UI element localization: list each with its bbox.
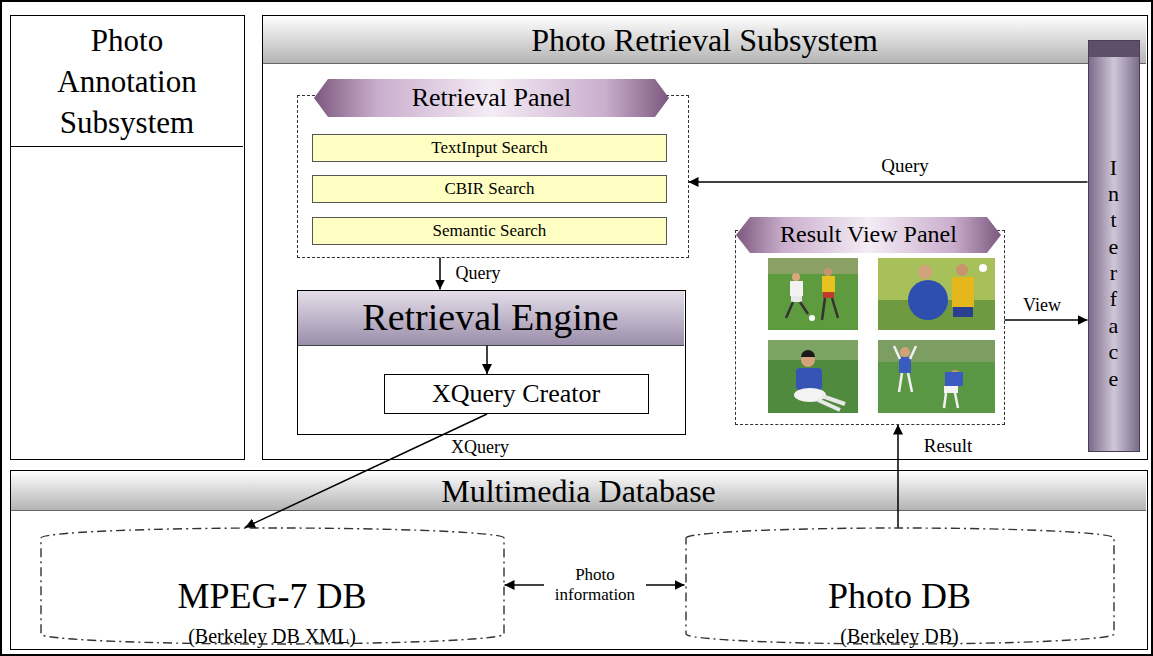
player-shirt	[899, 357, 911, 373]
label-holder: Query	[878, 155, 931, 177]
node-label: Retrieval Panel	[314, 79, 669, 117]
search-button: TextInput Search	[312, 134, 667, 162]
bar-cap	[1089, 41, 1139, 57]
node-label: Multimedia Database	[11, 471, 1146, 511]
node-label: Photo Annotation Subsystem	[11, 16, 243, 147]
connector-label: XQuery	[448, 437, 512, 458]
search-button: Semantic Search	[312, 217, 667, 245]
player-legs	[786, 302, 808, 318]
connector-label: Result	[921, 435, 976, 457]
player-shorts	[823, 292, 834, 298]
player-shirt	[908, 280, 948, 320]
soccer-photo	[878, 340, 995, 413]
label-holder: View	[1020, 295, 1064, 316]
node-label: Photo Retrieval Subsystem	[263, 16, 1146, 64]
arrow-connector	[1005, 319, 1088, 321]
subsystem-box: Photo Retrieval SubsystemRetrieval Panel…	[262, 15, 1148, 460]
player-shorts	[944, 386, 958, 393]
database-cylinder: MPEG-7 DB(Berkeley DB XML)	[40, 528, 505, 651]
photo-ground	[768, 340, 858, 413]
node-label: XQuery Creator	[385, 375, 647, 412]
player-hair	[801, 350, 815, 357]
player-shirt	[952, 277, 974, 307]
ball	[809, 315, 815, 321]
player-shorts	[791, 296, 802, 302]
player-shirt	[945, 372, 963, 386]
subsystem-box: Photo Annotation Subsystem	[10, 15, 245, 460]
node-label: MPEG-7 DB	[40, 574, 505, 621]
node-label: TextInput Search	[313, 135, 666, 161]
panel-box: Result View Panel	[735, 230, 1005, 425]
player-head	[918, 265, 932, 279]
panel-box: Retrieval PanelTextInput SearchCBIR Sear…	[297, 95, 689, 258]
process-box: XQuery Creator	[384, 374, 649, 414]
player-head	[824, 268, 832, 276]
connector-label: View	[1020, 295, 1064, 316]
label-holder: Result	[921, 435, 976, 457]
label-holder: Query	[453, 263, 504, 284]
database-cylinder: Photo DB(Berkeley DB)	[685, 528, 1115, 651]
photo-ground	[768, 258, 858, 330]
player-legs	[822, 298, 838, 320]
search-button: CBIR Search	[312, 175, 667, 203]
photo-background	[768, 340, 858, 360]
arrow-connector	[689, 181, 1088, 183]
player-head	[792, 273, 800, 281]
soccer-photo	[768, 340, 858, 413]
interface-bar: Interface	[1088, 40, 1140, 452]
player-head	[900, 347, 910, 357]
label-holder: XQuery	[448, 437, 512, 458]
node-label: Photo DB	[685, 574, 1115, 621]
photo-background	[768, 258, 858, 274]
player-shirt	[822, 276, 835, 292]
player-shirt	[790, 281, 803, 296]
arrow-connector	[439, 258, 441, 290]
label-holder: Photo information	[544, 565, 646, 604]
player-legs	[818, 396, 845, 410]
node-label: Semantic Search	[313, 218, 666, 244]
node-label: (Berkeley DB XML)	[40, 621, 505, 652]
node-label: CBIR Search	[313, 176, 666, 202]
connector-label: Photo information	[544, 565, 646, 604]
player-shirt	[796, 368, 822, 390]
player-head	[956, 264, 968, 276]
photo-ground	[878, 340, 995, 413]
node-label: Retrieval Engine	[298, 291, 684, 346]
connector-label: Query	[878, 155, 931, 177]
engine-box: Retrieval EngineXQuery Creator	[297, 290, 686, 435]
database-band: Multimedia DatabaseMPEG-7 DB(Berkeley DB…	[10, 470, 1148, 650]
soccer-photo	[878, 258, 995, 330]
player-limbs	[894, 346, 916, 392]
node-label: Interface	[1107, 155, 1120, 393]
ball	[979, 264, 987, 272]
player-legs	[944, 393, 958, 408]
node-label: Result View Panel	[736, 217, 1001, 253]
node-label: (Berkeley DB)	[685, 621, 1115, 652]
photo-background	[878, 258, 995, 330]
arrow-connector	[897, 425, 899, 528]
arrow-connector	[486, 346, 488, 375]
soccer-photo	[768, 258, 858, 330]
connector-label: Query	[453, 263, 504, 284]
player-shorts	[953, 307, 973, 317]
